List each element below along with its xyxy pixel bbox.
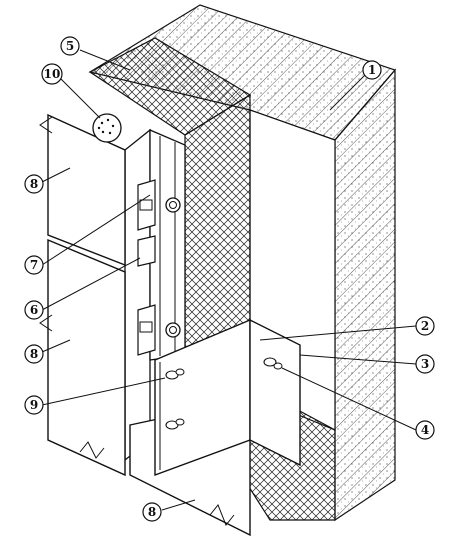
channel-bolt-upper bbox=[165, 197, 181, 213]
callout-9: 9 bbox=[24, 395, 44, 415]
callout-8-bottom: 8 bbox=[142, 502, 162, 522]
callout-label: 4 bbox=[421, 423, 429, 437]
callout-4: 4 bbox=[415, 420, 435, 440]
anchor-bolt bbox=[263, 357, 283, 370]
bracket-middle bbox=[137, 235, 156, 267]
detail-circle bbox=[92, 113, 122, 143]
callout-label: 2 bbox=[421, 319, 429, 333]
callout-2: 2 bbox=[415, 316, 435, 336]
callout-label: 8 bbox=[148, 505, 156, 519]
callout-label: 10 bbox=[44, 67, 61, 81]
callout-label: 7 bbox=[30, 258, 38, 272]
bracket-lower bbox=[137, 304, 156, 356]
callout-5: 5 bbox=[60, 36, 80, 56]
channel-bolt-lower bbox=[165, 322, 181, 338]
callout-label: 8 bbox=[30, 177, 38, 191]
panel-bolt-lower bbox=[165, 418, 185, 430]
stone-panel-lower bbox=[39, 238, 126, 477]
callout-7: 7 bbox=[24, 255, 44, 275]
callout-10: 10 bbox=[41, 63, 63, 85]
callout-8-upper: 8 bbox=[24, 174, 44, 194]
callout-8-middle: 8 bbox=[24, 344, 44, 364]
callout-label: 3 bbox=[421, 357, 429, 371]
callout-1: 1 bbox=[362, 60, 382, 80]
leader-lines bbox=[41, 49, 417, 511]
callout-6: 6 bbox=[24, 300, 44, 320]
callout-label: 1 bbox=[368, 63, 376, 77]
callout-label: 5 bbox=[66, 39, 74, 53]
callout-label: 9 bbox=[30, 398, 38, 412]
insulation-layer bbox=[88, 37, 336, 521]
callout-label: 8 bbox=[30, 347, 38, 361]
angle-bracket bbox=[154, 318, 301, 477]
callout-label: 6 bbox=[30, 303, 38, 317]
callout-3: 3 bbox=[415, 354, 435, 374]
bracket-upper bbox=[137, 179, 156, 231]
panel-bolt-upper bbox=[165, 368, 185, 380]
